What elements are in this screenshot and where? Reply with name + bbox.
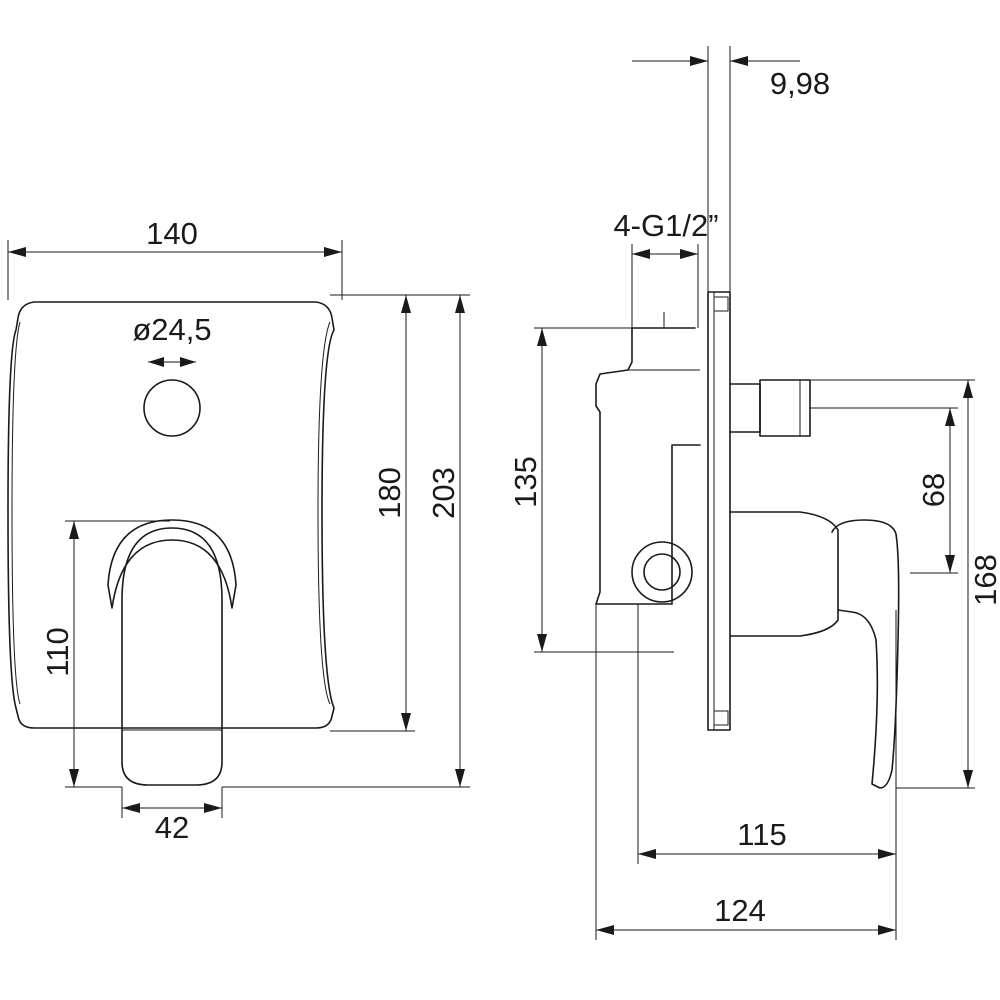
handle-lever-side — [831, 519, 900, 789]
dim-42: 42 — [155, 810, 189, 845]
valve-body — [595, 327, 701, 605]
dim-140: 140 — [146, 216, 198, 251]
front-view: 140 ø24,5 180 203 110 42 — [7, 216, 470, 845]
dim-110: 110 — [40, 627, 75, 676]
handle-base — [107, 519, 237, 609]
diverter-stem — [729, 383, 761, 433]
dim-thread: 4-G1/2” — [613, 208, 718, 243]
dim-135: 135 — [508, 456, 543, 508]
side-view: 9,98 4-G1/2” 135 68 168 115 124 — [508, 46, 1000, 940]
mounting-plate — [707, 291, 731, 731]
dim-180: 180 — [372, 467, 407, 519]
handle-lever — [121, 527, 223, 786]
handle-neck — [729, 511, 839, 637]
diverter-knob-side — [759, 379, 811, 437]
dim-68: 68 — [916, 473, 951, 507]
dim-knob-diameter: ø24,5 — [132, 312, 211, 347]
dim-115: 115 — [737, 817, 786, 852]
diverter-knob — [143, 379, 201, 437]
cover-plate-outline — [7, 301, 335, 729]
side-port-inner — [643, 553, 681, 591]
dim-168: 168 — [968, 554, 1000, 606]
dim-9-98: 9,98 — [770, 66, 830, 101]
cover-plate-inner-edge — [11, 321, 331, 705]
dim-124: 124 — [714, 893, 766, 928]
side-port-outer — [631, 541, 693, 603]
dim-203: 203 — [426, 467, 461, 519]
